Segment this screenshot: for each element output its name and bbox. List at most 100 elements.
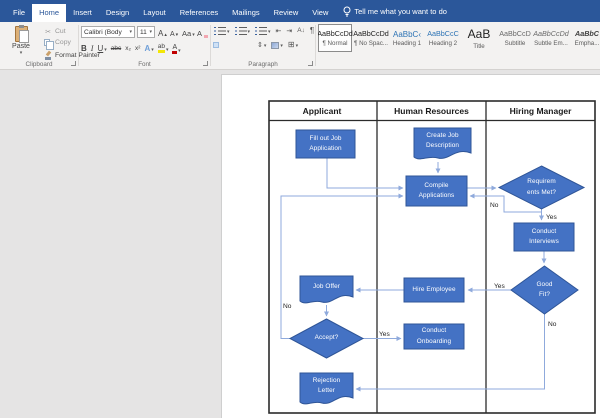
font-group-label: Font	[138, 61, 151, 68]
tell-me-box[interactable]: Tell me what you want to do	[335, 2, 455, 22]
style-label: Heading 1	[392, 40, 422, 48]
style-normal[interactable]: AaBbCcDd ¶ Normal	[318, 24, 353, 52]
style-title[interactable]: AaB Title	[462, 24, 496, 52]
numbered-list-icon	[234, 27, 247, 35]
copy-button[interactable]: Copy	[44, 37, 100, 50]
tab-design[interactable]: Design	[105, 8, 130, 17]
bold-button[interactable]: B	[81, 44, 87, 53]
change-case-button[interactable]: Aa▾	[182, 29, 195, 38]
paragraph-group-label: Paragraph	[248, 61, 278, 68]
show-marks-button[interactable]: ¶	[309, 26, 315, 35]
text-effects-button[interactable]: A▾	[144, 43, 154, 53]
tab-view[interactable]: View	[312, 8, 329, 17]
group-separator	[210, 25, 211, 66]
style-no-spacing[interactable]: AaBbCcDd ¶ No Spac...	[353, 24, 389, 52]
node-accept[interactable]	[288, 318, 365, 359]
clear-formatting-button[interactable]: A	[197, 26, 209, 38]
tab-file[interactable]: File	[13, 8, 26, 17]
paste-label: Paste	[12, 43, 30, 50]
node-fill-out-job-application[interactable]	[295, 129, 356, 159]
cut-button[interactable]: ✂ Cut	[44, 26, 100, 37]
font-dialog-launcher-icon[interactable]	[203, 61, 208, 66]
tab-home[interactable]: Home	[32, 4, 67, 22]
paragraph-row-2: ⇕▾ ▾ ⊞▾	[213, 41, 298, 49]
tab-references[interactable]: References	[179, 8, 219, 17]
style-heading-2[interactable]: AaBbCcC Heading 2	[426, 24, 460, 52]
format-painter-icon	[44, 51, 52, 60]
shading-button[interactable]: ▾	[271, 41, 283, 49]
font-color-button[interactable]: A▾	[172, 43, 181, 54]
connector-goodfit-no-to-rejection[interactable]	[355, 314, 545, 392]
decrease-indent-button[interactable]: ⇤	[275, 27, 282, 35]
style-sample: AaBbC‹	[392, 29, 421, 39]
cut-label: Cut	[55, 28, 66, 35]
node-conduct-interviews[interactable]	[513, 222, 575, 252]
align-center-button[interactable]	[224, 42, 230, 48]
italic-button[interactable]: I	[90, 44, 94, 53]
font-name-select[interactable]: Calibri (Body ▾	[81, 26, 135, 38]
clipboard-dialog-launcher-icon[interactable]	[71, 61, 76, 66]
connector-fillout-to-compile[interactable]	[326, 158, 404, 191]
tab-layout[interactable]: Layout	[143, 8, 166, 17]
connector-accept-no-to-compile[interactable]	[280, 193, 404, 339]
document-page[interactable]: Applicant Human Resources Hiring Manager	[221, 74, 600, 418]
shrink-font-icon: A	[170, 31, 175, 38]
style-sample: AaBbCcDd	[318, 29, 353, 39]
bullets-button[interactable]: ▾	[214, 27, 230, 35]
paste-dropdown-caret-icon: ▾	[19, 50, 23, 56]
edge-label-yes: Yes	[379, 331, 390, 338]
numbering-button[interactable]: ▾	[234, 27, 250, 35]
node-compile-applications[interactable]	[405, 175, 468, 207]
node-requirements-met[interactable]	[497, 165, 586, 210]
node-job-offer[interactable]	[299, 275, 354, 304]
justify-button[interactable]	[246, 42, 252, 48]
style-subtitle[interactable]: AaBbCcD Subtitle	[498, 24, 532, 52]
strikethrough-button[interactable]: abc	[110, 45, 122, 52]
paragraph-dialog-launcher-icon[interactable]	[308, 61, 313, 66]
font-name-caret-icon: ▾	[129, 28, 132, 35]
node-conduct-onboarding[interactable]	[403, 323, 465, 350]
styles-gallery: AaBbCcDd ¶ Normal AaBbCcDd ¶ No Spac... …	[318, 24, 600, 52]
shrink-font-button[interactable]: A▾	[170, 31, 179, 38]
edge-label-no: No	[490, 202, 499, 209]
node-hire-employee[interactable]	[403, 277, 465, 303]
align-left-button[interactable]	[213, 42, 219, 48]
subscript-button[interactable]: x₂	[125, 45, 132, 52]
paste-button[interactable]: Paste ▾	[3, 25, 39, 65]
node-good-fit[interactable]	[510, 265, 579, 315]
clipboard-group: Paste ▾ ✂ Cut Copy Format Painter Clipbo…	[0, 22, 100, 69]
edge-label-yes: Yes	[546, 214, 557, 221]
grow-font-icon: A	[158, 29, 164, 38]
node-create-job-description[interactable]	[413, 127, 472, 160]
text-effects-icon: A	[144, 43, 151, 53]
style-heading-1[interactable]: AaBbC‹ Heading 1	[390, 24, 424, 52]
lane-header-applicant: Applicant	[303, 106, 342, 116]
edge-label-yes: Yes	[494, 283, 505, 290]
style-sample: AaBbCcDd	[533, 29, 569, 39]
tab-insert[interactable]: Insert	[73, 8, 92, 17]
grow-font-button[interactable]: A▴	[158, 29, 167, 38]
increase-indent-button[interactable]: ⇥	[286, 27, 293, 35]
highlight-button[interactable]: ab▾	[157, 42, 169, 54]
borders-icon: ⊞	[287, 40, 295, 49]
format-painter-button[interactable]: Format Painter	[44, 50, 100, 61]
font-size-select[interactable]: 11 ▾	[137, 26, 155, 38]
multilevel-list-button[interactable]: ▾	[255, 27, 271, 35]
superscript-button[interactable]: x²	[135, 45, 141, 52]
borders-button[interactable]: ⊞▾	[287, 40, 299, 49]
style-subtle-emphasis[interactable]: AaBbCcDd Subtle Em...	[533, 24, 569, 52]
group-separator	[78, 25, 79, 66]
style-emphasis[interactable]: AaBbC Empha...	[570, 24, 600, 52]
align-right-button[interactable]	[235, 42, 241, 48]
multilevel-list-icon	[255, 27, 268, 35]
tab-mailings[interactable]: Mailings	[232, 8, 260, 17]
sort-button[interactable]: A↓	[297, 26, 305, 34]
change-case-icon: Aa	[182, 29, 192, 38]
lane-header-human-resources: Human Resources	[394, 106, 469, 116]
underline-button[interactable]: U▾	[97, 43, 107, 53]
bullet-list-icon	[214, 27, 226, 35]
tab-review[interactable]: Review	[273, 8, 299, 17]
line-spacing-button[interactable]: ⇕▾	[257, 41, 267, 49]
node-rejection-letter[interactable]	[299, 372, 354, 405]
edge-label-no: No	[283, 303, 292, 310]
